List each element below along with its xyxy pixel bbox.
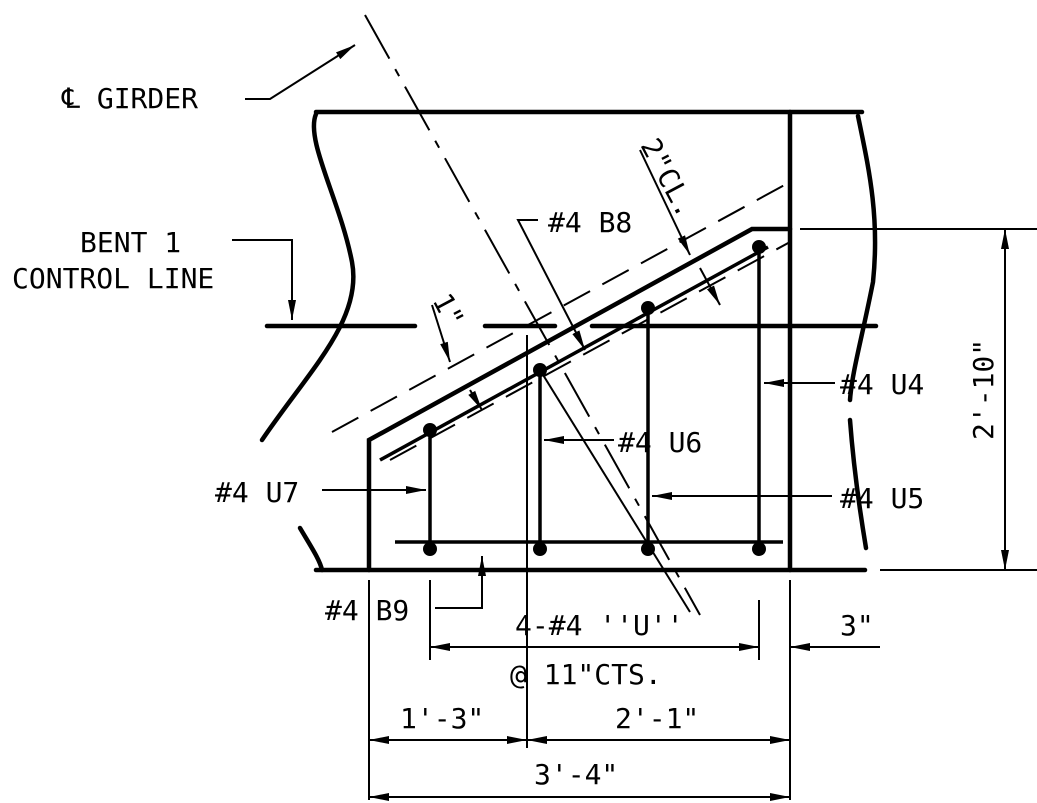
height-dimension-label: 2'-10" xyxy=(967,339,1000,440)
girder-centerline xyxy=(364,14,701,616)
girder-centerline-label: ℄ GIRDER xyxy=(61,82,198,115)
u5-label: #4 U5 xyxy=(840,482,924,515)
b9-label: #4 B9 xyxy=(325,594,409,627)
clear-cover-2in-label: 2"CL. xyxy=(634,133,703,223)
dimension-1-3-label: 1'-3" xyxy=(400,702,484,735)
rebar-dots xyxy=(423,240,766,556)
leaders xyxy=(232,44,835,613)
dimension-2-1-label: 2'-1" xyxy=(615,702,699,735)
u4-label: #4 U4 xyxy=(840,368,924,401)
rebar-lines xyxy=(379,245,783,748)
bent-label-line1: BENT 1 xyxy=(80,226,181,259)
u6-label: #4 U6 xyxy=(618,426,702,459)
seat-outline xyxy=(366,226,793,573)
girder-outline xyxy=(259,109,878,573)
bent-label-line2: CONTROL LINE xyxy=(12,262,214,295)
clear-cover-1in-label: 1" xyxy=(426,288,471,333)
b8-label: #4 B8 xyxy=(548,206,632,239)
dimension-3-4-label: 3'-4" xyxy=(534,758,618,791)
u7-label: #4 U7 xyxy=(215,476,299,509)
spacing-label: @ 11"CTS. xyxy=(510,658,662,691)
cover-lines xyxy=(331,181,791,461)
cover-3in-label: 3" xyxy=(840,609,874,642)
u-bar-count-label: 4-#4 ''U'' xyxy=(515,609,684,642)
dimension-lines xyxy=(368,228,1037,801)
